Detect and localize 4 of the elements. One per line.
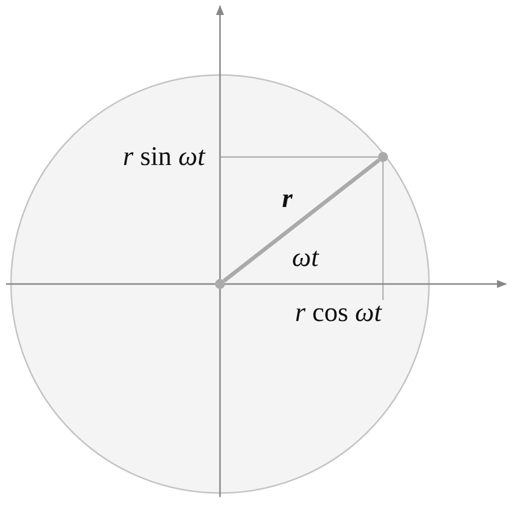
cosine-projection-label: r cos ωt: [295, 297, 382, 327]
angle-label: ωt: [292, 242, 319, 272]
sine-projection-label: r sin ωt: [122, 141, 205, 171]
edge-label: r: [282, 183, 293, 213]
